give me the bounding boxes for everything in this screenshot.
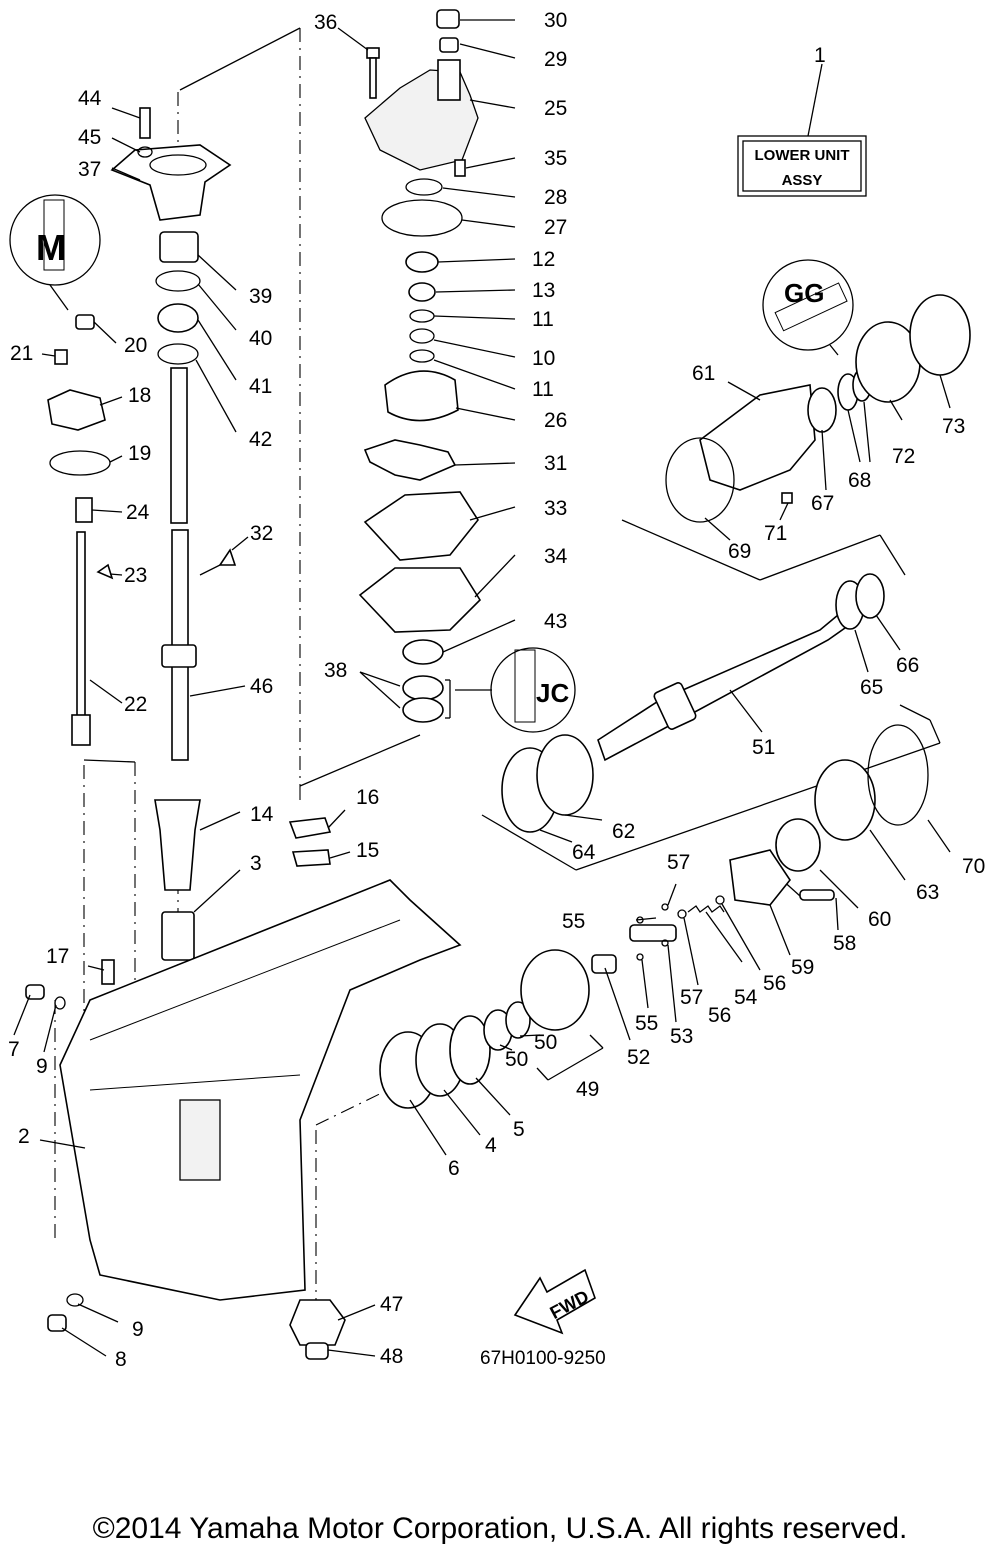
part-label: 66 bbox=[896, 654, 919, 677]
part-label: 69 bbox=[728, 540, 751, 563]
drawing-code: 67H0100-9250 bbox=[480, 1348, 606, 1369]
part-label: 63 bbox=[916, 881, 939, 904]
parts-drawings: FWD bbox=[25, 9, 971, 1360]
svg-text:JC: JC bbox=[536, 678, 569, 708]
part-label: 20 bbox=[124, 334, 147, 357]
part-label: 72 bbox=[892, 445, 915, 468]
part-label: 42 bbox=[249, 428, 272, 451]
part-label: 49 bbox=[576, 1078, 599, 1101]
part-label: 52 bbox=[627, 1046, 650, 1069]
part-label: 68 bbox=[848, 469, 871, 492]
part-label: 32 bbox=[250, 522, 273, 545]
part-label: 53 bbox=[670, 1025, 693, 1048]
assy-line1: LOWER UNIT bbox=[755, 147, 850, 164]
part-label: 64 bbox=[572, 841, 596, 864]
part-label: 48 bbox=[380, 1345, 403, 1368]
leader-lines bbox=[13, 19, 951, 1357]
part-label: 41 bbox=[249, 375, 272, 398]
grease-symbol-gg: GG bbox=[762, 259, 854, 356]
part-label: 31 bbox=[544, 452, 567, 475]
part-label: 34 bbox=[544, 545, 568, 568]
part-label: 7 bbox=[8, 1038, 20, 1061]
part-label: 10 bbox=[532, 347, 555, 370]
part-label: 11 bbox=[532, 378, 554, 401]
part-label: 47 bbox=[380, 1293, 403, 1316]
part-label: 30 bbox=[544, 9, 567, 32]
part-label: 57 bbox=[667, 851, 690, 874]
part-label: 44 bbox=[78, 87, 102, 110]
part-label: 71 bbox=[764, 522, 787, 545]
part-label: 16 bbox=[356, 786, 379, 809]
part-label: 61 bbox=[692, 362, 715, 385]
part-label: 13 bbox=[532, 279, 555, 302]
part-label: 14 bbox=[250, 803, 274, 826]
part-label: 22 bbox=[124, 693, 147, 716]
part-label: 17 bbox=[46, 945, 69, 968]
part-label: 9 bbox=[36, 1055, 48, 1078]
part-label: 56 bbox=[763, 972, 786, 995]
part-label: 59 bbox=[791, 956, 814, 979]
part-label: 26 bbox=[544, 409, 567, 432]
part-label: 65 bbox=[860, 676, 883, 699]
part-label: 3 bbox=[250, 852, 262, 875]
part-label: 45 bbox=[78, 126, 101, 149]
part-label: 6 bbox=[448, 1157, 460, 1180]
part-label: 62 bbox=[612, 820, 635, 843]
part-label: 55 bbox=[562, 910, 585, 933]
part-label: 12 bbox=[532, 248, 555, 271]
part-label: 5 bbox=[513, 1118, 525, 1141]
svg-text:M: M bbox=[36, 227, 66, 268]
part-label: 67 bbox=[811, 492, 834, 515]
part-label: 4 bbox=[485, 1134, 497, 1157]
part-label: 24 bbox=[126, 501, 150, 524]
part-label: 46 bbox=[250, 675, 273, 698]
assy-line2: ASSY bbox=[782, 172, 823, 189]
part-label: 27 bbox=[544, 216, 567, 239]
part-label: 18 bbox=[128, 384, 151, 407]
part-label: 33 bbox=[544, 497, 567, 520]
lower-unit-assy-box: LOWER UNIT ASSY bbox=[737, 63, 867, 197]
grease-symbol-jc: JC bbox=[455, 647, 576, 733]
part-label: 51 bbox=[752, 736, 775, 759]
part-label: 8 bbox=[115, 1348, 127, 1371]
part-label: 23 bbox=[124, 564, 147, 587]
part-label: 56 bbox=[708, 1004, 731, 1027]
part-label: 11 bbox=[532, 308, 554, 331]
grease-symbol-m: M bbox=[9, 194, 101, 311]
part-label: 1 bbox=[814, 44, 826, 67]
part-label: 73 bbox=[942, 415, 965, 438]
part-label: 39 bbox=[249, 285, 272, 308]
part-label: 29 bbox=[544, 48, 567, 71]
part-label: 19 bbox=[128, 442, 151, 465]
part-number-labels: 1 2 3 4 5 6 7 8 9 9 10 11 11 12 13 14 15… bbox=[8, 9, 985, 1371]
part-label: 37 bbox=[78, 158, 101, 181]
svg-text:GG: GG bbox=[784, 278, 824, 308]
part-label: 57 bbox=[680, 986, 703, 1009]
part-label: 21 bbox=[10, 342, 33, 365]
part-label: 9 bbox=[132, 1318, 144, 1341]
part-label: 60 bbox=[868, 908, 891, 931]
part-label: 15 bbox=[356, 839, 379, 862]
part-label: 54 bbox=[734, 986, 758, 1009]
part-label: 40 bbox=[249, 327, 272, 350]
part-label: 50 bbox=[505, 1048, 528, 1071]
part-label: 25 bbox=[544, 97, 567, 120]
part-label: 2 bbox=[18, 1125, 30, 1148]
part-label: 43 bbox=[544, 610, 567, 633]
part-label: 28 bbox=[544, 186, 567, 209]
part-label: 36 bbox=[314, 11, 337, 34]
part-label: 55 bbox=[635, 1012, 658, 1035]
part-label: 70 bbox=[962, 855, 985, 878]
part-label: 35 bbox=[544, 147, 567, 170]
copyright-notice: ©2014 Yamaha Motor Corporation, U.S.A. A… bbox=[92, 1512, 908, 1545]
part-label: 50 bbox=[534, 1031, 557, 1054]
part-label: 58 bbox=[833, 932, 856, 955]
part-label: 38 bbox=[324, 659, 347, 682]
